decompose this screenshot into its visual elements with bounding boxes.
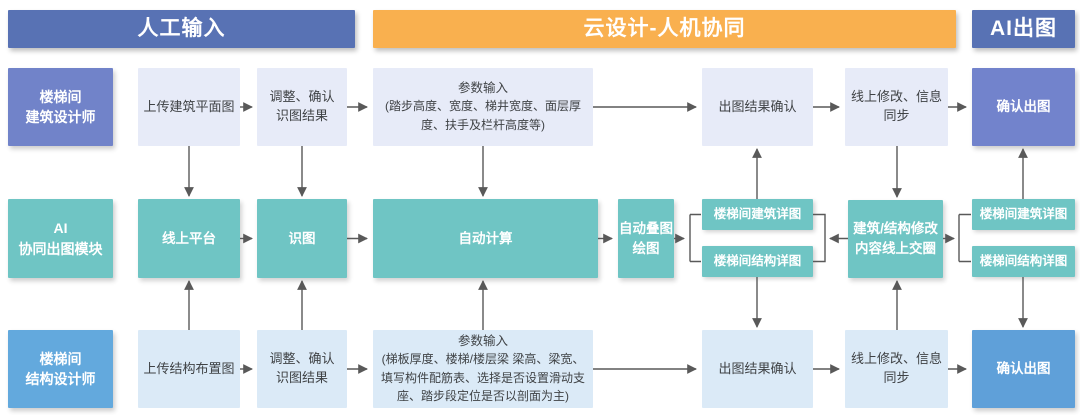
node-upload-arch-plan: 上传建筑平面图 (138, 68, 240, 146)
node-arch-detail-right: 楼梯间建筑详图 (972, 199, 1075, 230)
param-detail-struct: (梯板厚度、楼梯/楼层梁 梁高、梁宽、填写构件配筋表、选择是否设置滑动支座、踏步… (380, 352, 585, 404)
node-result-confirm-struct: 出图结果确认 (702, 330, 813, 408)
param-title-struct: 参数输入 (457, 334, 508, 349)
node-online-edit-arch: 线上修改、信息 同步 (845, 68, 948, 146)
node-result-confirm-arch: 出图结果确认 (702, 68, 813, 146)
lane-label-structural: 楼梯间 结构设计师 (8, 330, 113, 408)
node-adjust-confirm-arch: 调整、确认 识图结果 (257, 68, 347, 146)
node-image-recognition: 识图 (257, 199, 347, 278)
node-param-input-struct: 参数输入 (梯板厚度、楼梯/楼层梁 梁高、梁宽、填写构件配筋表、选择是否设置滑动… (373, 330, 593, 408)
node-param-input-arch: 参数输入 (踏步高度、宽度、梯井宽度、面层厚度、扶手及栏杆高度等) (373, 68, 593, 146)
header-ai-output: AI出图 (972, 10, 1075, 48)
node-online-platform: 线上平台 (138, 199, 240, 278)
node-upload-struct-layout: 上传结构布置图 (138, 330, 240, 408)
node-adjust-confirm-struct: 调整、确认 识图结果 (257, 330, 347, 408)
param-title-arch: 参数输入 (457, 81, 508, 96)
node-auto-calc: 自动计算 (373, 199, 598, 278)
node-struct-detail-left: 楼梯间结构详图 (702, 246, 813, 277)
node-arch-detail-left: 楼梯间建筑详图 (702, 199, 813, 230)
header-manual-input: 人工输入 (8, 10, 355, 48)
lane-label-architect: 楼梯间 建筑设计师 (8, 68, 113, 146)
lane-label-ai-module: AI 协同出图模块 (8, 199, 113, 278)
node-online-edit-struct: 线上修改、信息 同步 (845, 330, 948, 408)
param-detail-arch: (踏步高度、宽度、梯井宽度、面层厚度、扶手及栏杆高度等) (385, 99, 581, 133)
node-confirm-output-struct: 确认出图 (972, 330, 1075, 408)
node-struct-detail-right: 楼梯间结构详图 (972, 246, 1075, 277)
node-auto-overlay: 自动叠图 绘图 (618, 199, 674, 278)
node-confirm-output-arch: 确认出图 (972, 68, 1075, 146)
header-cloud-design: 云设计-人机协同 (373, 10, 956, 48)
node-modify-exchange: 建筑/结构修改 内容线上交圈 (848, 200, 943, 278)
